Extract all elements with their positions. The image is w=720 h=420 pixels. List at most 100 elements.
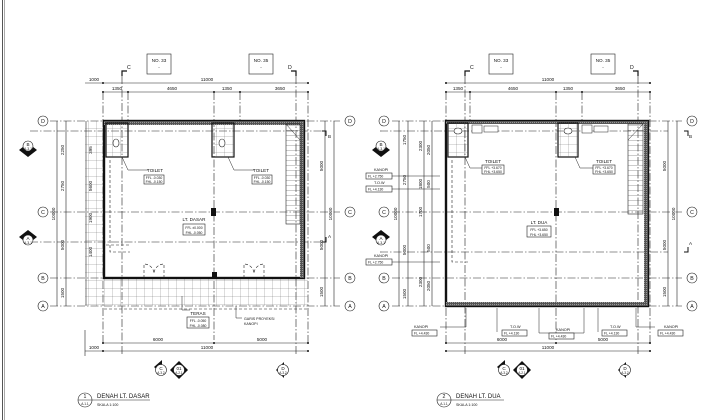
svg-text:1500: 1500 xyxy=(319,286,324,297)
grid-bubble-right-c: C xyxy=(344,206,356,218)
svg-text:A: A xyxy=(690,304,694,310)
svg-text:FL +4.130: FL +4.130 xyxy=(504,332,519,336)
marker-c-a32: C A.3.2 xyxy=(154,360,167,376)
svg-text:A.3.2: A.3.2 xyxy=(621,371,629,375)
svg-text:10000: 10000 xyxy=(671,207,676,220)
section-mark-a: A A.3.1 xyxy=(372,230,390,246)
svg-text:FFL +3.650: FFL +3.650 xyxy=(530,228,547,232)
svg-text:B: B xyxy=(348,276,352,282)
svg-text:FFL +3.670: FFL +3.670 xyxy=(484,166,501,170)
svg-text:5000: 5000 xyxy=(662,160,667,171)
grid-bubble-left-b: B xyxy=(378,272,390,284)
svg-text:-: - xyxy=(260,65,262,70)
svg-text:A: A xyxy=(379,236,383,241)
svg-text:B: B xyxy=(690,276,694,282)
plan-lt-dasar: NO. 33 - NO. 35 - C D 1000 11000 1350 46… xyxy=(19,53,356,408)
svg-text:NO. 35: NO. 35 xyxy=(254,58,269,63)
bottom-tag-kanopi-2: KANOPI FL +4.430 xyxy=(538,308,585,340)
svg-text:TERAS: TERAS xyxy=(190,311,205,316)
neighbor-box-33: NO. 33 - xyxy=(488,53,514,75)
svg-text:FHL +3.650: FHL +3.650 xyxy=(530,233,548,237)
svg-text:B: B xyxy=(379,142,382,147)
svg-text:D: D xyxy=(41,119,45,125)
svg-text:10000: 10000 xyxy=(328,207,333,220)
svg-text:1000: 1000 xyxy=(89,345,100,350)
svg-text:500: 500 xyxy=(426,244,431,252)
svg-text:B: B xyxy=(26,142,29,147)
svg-text:KANOPI: KANOPI xyxy=(244,322,258,326)
svg-text:1: 1 xyxy=(84,394,87,400)
tile-strip-left xyxy=(85,121,105,278)
drawing-title-2: 2 A.1.1 DENAH LT. DUA SKALA 1:100 xyxy=(436,392,504,408)
svg-text:11000: 11000 xyxy=(201,77,214,82)
room-tag-lt-dasar: LT. DASAR FFL ±0.000 FHL -0.050 xyxy=(183,217,206,236)
grid-bubble-left-c: C xyxy=(378,206,390,218)
svg-text:C: C xyxy=(470,65,474,71)
svg-text:TOILET: TOILET xyxy=(596,159,612,164)
svg-text:B: B xyxy=(689,134,692,139)
room-tag-toilet-2: TOILET FFL -0.030 FHL -0.150 xyxy=(227,156,273,185)
svg-text:11000: 11000 xyxy=(542,77,555,82)
svg-text:2750: 2750 xyxy=(402,174,407,185)
marker-d-a32: D A.3.2 xyxy=(618,362,631,378)
marker-01-a21: 01 A.2.1 xyxy=(170,361,188,379)
svg-text:4650: 4650 xyxy=(167,86,178,91)
svg-text:DENAH LT. DASAR: DENAH LT. DASAR xyxy=(97,394,150,400)
svg-text:5000: 5000 xyxy=(598,337,609,342)
grid-bubble-left-a: A xyxy=(37,300,49,312)
svg-text:FHL +3.650: FHL +3.650 xyxy=(484,170,502,174)
svg-text:C: C xyxy=(159,366,163,371)
svg-text:FFL -0.030: FFL -0.030 xyxy=(146,176,163,180)
building-outline xyxy=(102,119,306,280)
grid-bubble-right-b: B xyxy=(344,272,356,284)
grid-bubble-right-d: D xyxy=(344,115,356,127)
svg-text:SKALA 1:100: SKALA 1:100 xyxy=(456,403,477,407)
svg-text:5000: 5000 xyxy=(319,160,324,171)
svg-text:NO. 33: NO. 33 xyxy=(494,58,509,63)
neighbor-box-35: NO. 35 - xyxy=(248,53,274,75)
svg-text:GARIS PROYEKSI: GARIS PROYEKSI xyxy=(244,317,275,321)
grid-bubble-right-c: C xyxy=(686,206,698,218)
svg-text:A.3.1: A.3.1 xyxy=(24,241,32,245)
svg-text:KANOPI: KANOPI xyxy=(664,325,678,329)
svg-text:C: C xyxy=(41,210,45,216)
svg-text:TOILET: TOILET xyxy=(253,168,269,173)
svg-text:A: A xyxy=(41,304,45,310)
sheet-border xyxy=(2,0,3,420)
svg-text:1000: 1000 xyxy=(89,77,100,82)
svg-text:B: B xyxy=(328,134,331,139)
svg-text:01: 01 xyxy=(176,366,182,371)
svg-text:A.3.1: A.3.1 xyxy=(24,147,32,151)
svg-text:A.3.2: A.3.2 xyxy=(500,371,508,375)
svg-text:FL +2.750: FL +2.750 xyxy=(368,261,383,265)
drawing-title-1: 1 A.1.1 DENAH LT. DASAR SKALA 1:100 xyxy=(77,392,150,408)
room-tag-teras: TERAS FFL -0.050 FHL -0.080 xyxy=(181,296,210,329)
neighbor-box-35: NO. 35 - xyxy=(590,53,616,75)
svg-text:FL +4.430: FL +4.430 xyxy=(414,332,429,336)
svg-text:FL +4.130: FL +4.130 xyxy=(604,332,619,336)
svg-text:D: D xyxy=(288,65,292,71)
svg-text:A.3.1: A.3.1 xyxy=(377,241,385,245)
svg-text:FL +4.130: FL +4.130 xyxy=(368,188,383,192)
svg-text:KANOPI: KANOPI xyxy=(556,328,570,332)
room-tag-lt-dua: LT. DUA FFL +3.650 FHL +3.650 xyxy=(526,220,552,238)
svg-text:5000: 5000 xyxy=(60,239,65,250)
staircase xyxy=(285,123,301,225)
svg-text:DENAH LT. DUA: DENAH LT. DUA xyxy=(456,394,501,400)
svg-text:D: D xyxy=(281,366,285,371)
svg-text:1500: 1500 xyxy=(60,287,65,298)
note-canopy-projection: GARIS PROYEKSI KANOPI xyxy=(235,306,275,326)
svg-text:FFL -0.050: FFL -0.050 xyxy=(190,319,207,323)
svg-text:B: B xyxy=(41,276,45,282)
marker-d-a32: D A.3.2 xyxy=(276,362,289,378)
svg-text:A: A xyxy=(328,234,332,239)
grid-bubble-right-b: B xyxy=(686,272,698,284)
svg-text:C: C xyxy=(348,210,352,216)
terrace-tiles xyxy=(85,278,308,306)
grid-bubble-left-b: B xyxy=(37,272,49,284)
grid-bubble-left-d: D xyxy=(378,115,390,127)
neighbor-box-33: NO. 33 - xyxy=(146,53,172,75)
svg-text:FFL +3.670: FFL +3.670 xyxy=(595,166,612,170)
svg-text:D: D xyxy=(690,119,694,125)
room-tag-toilet-1: TOILET FFL +3.670 FHL +3.650 xyxy=(464,156,505,175)
